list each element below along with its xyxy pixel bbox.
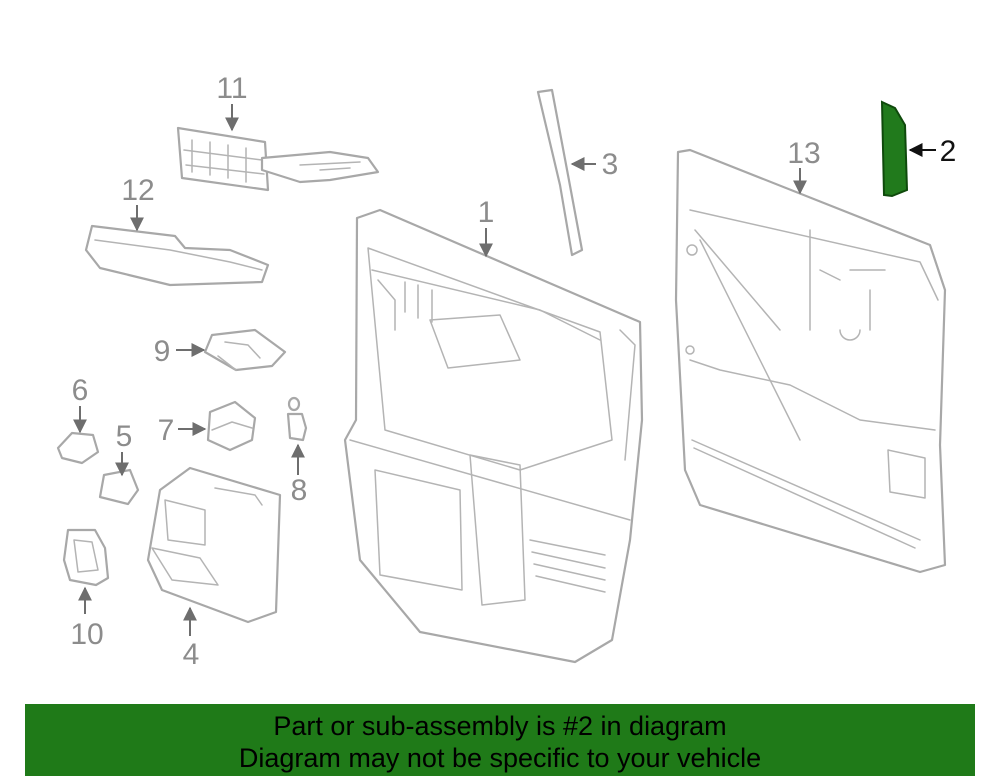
parts-diagram: 11 12 3 1 13 2 9 6 5 7 8 4 10 — [56, 72, 957, 671]
callout-11: 11 — [216, 72, 247, 105]
part-1-door-trim-panel — [343, 208, 644, 664]
part-4-map-pocket — [146, 466, 282, 624]
part-7-cover — [206, 400, 257, 452]
part-10-handle-bezel — [62, 528, 110, 587]
part-13-inner-door-panel — [674, 148, 947, 574]
part-5-clip — [98, 468, 140, 506]
part-8-fastener — [286, 396, 308, 442]
info-banner: Part or sub-assembly is #2 in diagram Di… — [25, 704, 975, 776]
callout-9: 9 — [154, 335, 171, 368]
banner-line-2: Diagram may not be specific to your vehi… — [238, 743, 762, 773]
callout-7: 7 — [158, 414, 175, 447]
banner-line-1: Part or sub-assembly is #2 in diagram — [273, 711, 727, 741]
callout-13: 13 — [787, 137, 820, 170]
callout-12: 12 — [121, 174, 154, 207]
part-12-armrest — [84, 224, 270, 287]
callout-3: 3 — [602, 148, 619, 181]
part-11-switch-assembly — [176, 126, 380, 192]
callout-1: 1 — [478, 196, 495, 229]
callout-4: 4 — [183, 638, 200, 671]
callout-10: 10 — [70, 618, 103, 651]
part-9-bracket — [203, 328, 287, 372]
callout-2: 2 — [940, 135, 957, 168]
part-3-weatherstrip — [536, 88, 584, 257]
part-2-highlighted-trim — [880, 100, 909, 198]
callout-5: 5 — [116, 420, 133, 453]
part-6-clip — [56, 431, 100, 465]
callout-8: 8 — [291, 474, 308, 507]
callout-6: 6 — [72, 374, 89, 407]
